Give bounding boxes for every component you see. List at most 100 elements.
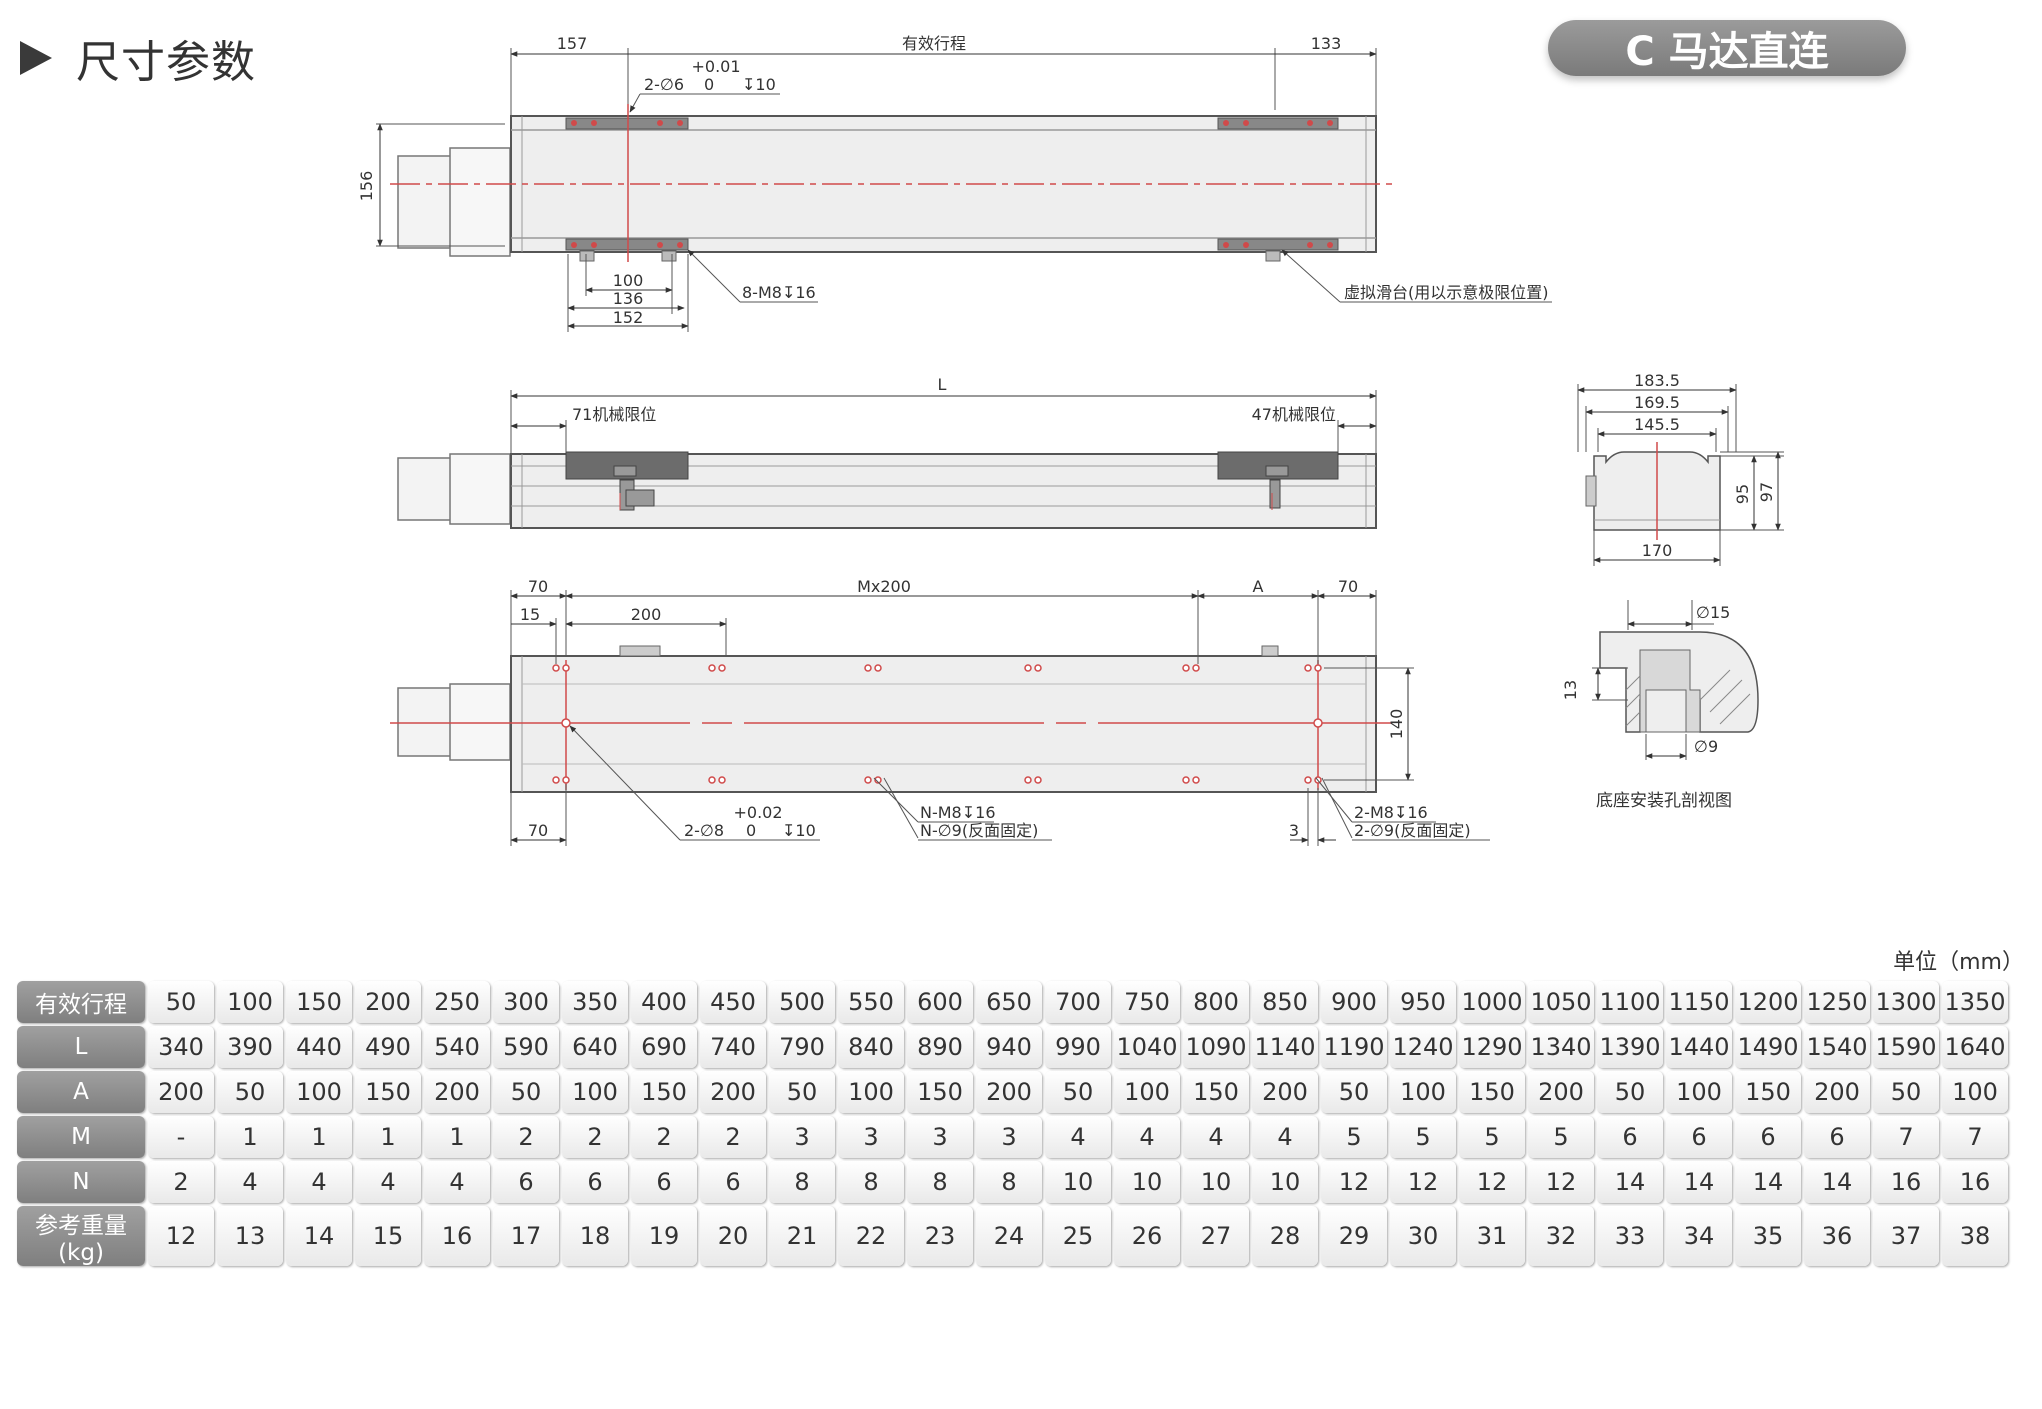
table-cell: 390 bbox=[217, 1026, 283, 1068]
table-cell: 150 bbox=[1183, 1071, 1249, 1113]
actuator-body-bottom bbox=[510, 655, 1377, 793]
table-cell: 4 bbox=[1252, 1116, 1318, 1158]
table-cell: 150 bbox=[631, 1071, 697, 1113]
table-cell: 2 bbox=[148, 1161, 214, 1203]
table-cell: 100 bbox=[286, 1071, 352, 1113]
table-cell: 7 bbox=[1873, 1116, 1939, 1158]
table-cell: 50 bbox=[1597, 1071, 1663, 1113]
table-cell: 31 bbox=[1459, 1206, 1525, 1266]
table-cell: 6 bbox=[1597, 1116, 1663, 1158]
side-view: L 71机械限位 47机械限位 bbox=[397, 375, 1377, 529]
table-cell: 5 bbox=[1390, 1116, 1456, 1158]
table-cell: 3 bbox=[907, 1116, 973, 1158]
table-cell: 3 bbox=[838, 1116, 904, 1158]
table-cell: 12 bbox=[1459, 1161, 1525, 1203]
dim-m200: Mx200 bbox=[857, 577, 911, 596]
table-cell: 5 bbox=[1528, 1116, 1594, 1158]
table-cell: 8 bbox=[769, 1161, 835, 1203]
table-cell: 12 bbox=[148, 1206, 214, 1266]
table-cell: 1300 bbox=[1873, 981, 1939, 1023]
dim-d15: ∅15 bbox=[1696, 603, 1730, 622]
table-cell: 50 bbox=[148, 981, 214, 1023]
dim-152: 152 bbox=[613, 308, 644, 327]
table-cell: 8 bbox=[907, 1161, 973, 1203]
dim-70-bottom: 70 bbox=[528, 821, 548, 840]
dim-97: 97 bbox=[1757, 482, 1776, 502]
table-cell: 30 bbox=[1390, 1206, 1456, 1266]
table-cell: 14 bbox=[286, 1206, 352, 1266]
table-cell: 12 bbox=[1528, 1161, 1594, 1203]
table-cell: 2 bbox=[493, 1116, 559, 1158]
table-cell: 300 bbox=[493, 981, 559, 1023]
slider-rail-right-bottom bbox=[1217, 238, 1339, 251]
table-cell: 12 bbox=[1321, 1161, 1387, 1203]
two-hole-label: 2-∅9(反面固定) bbox=[1354, 821, 1471, 840]
right-limit-label: 47机械限位 bbox=[1252, 405, 1336, 424]
n-tap-label: N-M8↧16 bbox=[920, 803, 996, 822]
table-cell: 33 bbox=[1597, 1206, 1663, 1266]
table-cell: 1540 bbox=[1804, 1026, 1870, 1068]
row-header: A bbox=[17, 1071, 145, 1113]
table-cell: 19 bbox=[631, 1206, 697, 1266]
table-cell: 16 bbox=[1873, 1161, 1939, 1203]
table-cell: 1250 bbox=[1804, 981, 1870, 1023]
table-cell: 100 bbox=[1942, 1071, 2008, 1113]
dim-136: 136 bbox=[613, 289, 644, 308]
table-cell: 1040 bbox=[1114, 1026, 1180, 1068]
table-cell: 100 bbox=[1114, 1071, 1180, 1113]
slider-rail-right-top bbox=[1217, 117, 1339, 130]
table-cell: 4 bbox=[1114, 1116, 1180, 1158]
table-cell: 200 bbox=[1528, 1071, 1594, 1113]
table-cell: 150 bbox=[1459, 1071, 1525, 1113]
table-cell: 200 bbox=[424, 1071, 490, 1113]
table-cell: - bbox=[148, 1116, 214, 1158]
table-cell: 15 bbox=[355, 1206, 421, 1266]
bottom-view: 70 Mx200 A 70 15 200 140 70 +0.02 2-∅8 0… bbox=[390, 577, 1490, 846]
table-cell: 4 bbox=[1183, 1116, 1249, 1158]
table-cell: 50 bbox=[1045, 1071, 1111, 1113]
table-cell: 1150 bbox=[1666, 981, 1732, 1023]
left-limit-label: 71机械限位 bbox=[572, 405, 656, 424]
dim-133: 133 bbox=[1311, 34, 1342, 53]
table-cell: 2 bbox=[700, 1116, 766, 1158]
table-cell: 6 bbox=[493, 1161, 559, 1203]
table-cell: 490 bbox=[355, 1026, 421, 1068]
dimension-drawing: 157 有效行程 133 +0.01 2-∅6 0 ↧10 156 100 13… bbox=[357, 34, 1784, 846]
table-cell: 740 bbox=[700, 1026, 766, 1068]
dim-145-5: 145.5 bbox=[1634, 415, 1680, 434]
table-cell: 650 bbox=[976, 981, 1042, 1023]
table-cell: 4 bbox=[286, 1161, 352, 1203]
table-cell: 200 bbox=[700, 1071, 766, 1113]
table-cell: 50 bbox=[493, 1071, 559, 1113]
table-cell: 8 bbox=[838, 1161, 904, 1203]
table-cell: 340 bbox=[148, 1026, 214, 1068]
hole-section-caption: 底座安装孔剖视图 bbox=[1596, 791, 1732, 811]
table-cell: 1290 bbox=[1459, 1026, 1525, 1068]
table-cell: 6 bbox=[562, 1161, 628, 1203]
dim-a: A bbox=[1253, 577, 1264, 596]
table-cell: 10 bbox=[1252, 1161, 1318, 1203]
table-cell: 100 bbox=[217, 981, 283, 1023]
dim-200: 200 bbox=[631, 605, 662, 624]
row-header: L bbox=[17, 1026, 145, 1068]
table-cell: 2 bbox=[562, 1116, 628, 1158]
table-cell: 20 bbox=[700, 1206, 766, 1266]
table-cell: 690 bbox=[631, 1026, 697, 1068]
table-cell: 4 bbox=[355, 1161, 421, 1203]
cross-section-view: 183.5 169.5 145.5 95 97 170 bbox=[1577, 371, 1784, 566]
table-cell: 22 bbox=[838, 1206, 904, 1266]
table-cell: 1000 bbox=[1459, 981, 1525, 1023]
table-cell: 4 bbox=[217, 1161, 283, 1203]
table-cell: 900 bbox=[1321, 981, 1387, 1023]
tolerance-zero-bottom: 0 bbox=[746, 821, 756, 840]
table-cell: 50 bbox=[1321, 1071, 1387, 1113]
table-cell: 200 bbox=[976, 1071, 1042, 1113]
table-cell: 1050 bbox=[1528, 981, 1594, 1023]
table-cell: 150 bbox=[907, 1071, 973, 1113]
table-cell: 3 bbox=[769, 1116, 835, 1158]
dim-183-5: 183.5 bbox=[1634, 371, 1680, 390]
